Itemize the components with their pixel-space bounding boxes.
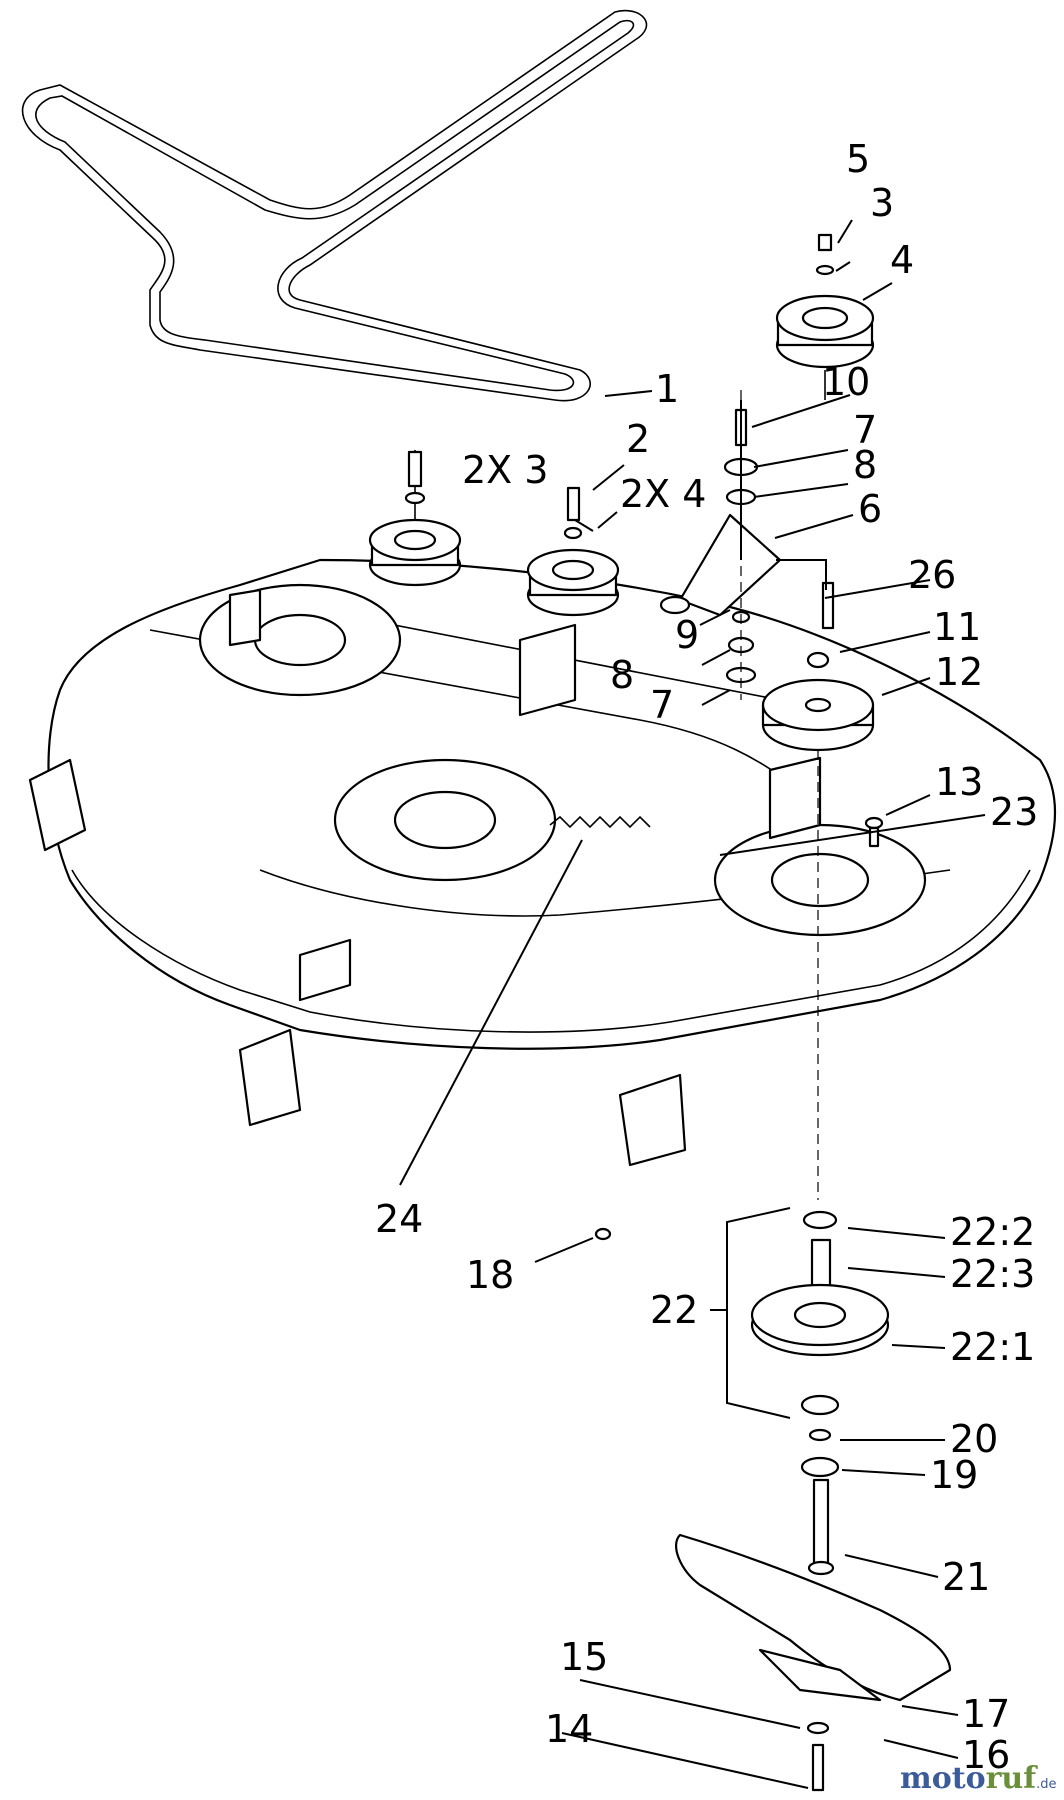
drive-belt <box>21 9 648 402</box>
label-14: 14 <box>545 1707 593 1751</box>
idler-pulley-left <box>368 450 462 587</box>
label-24: 24 <box>375 1197 423 1241</box>
label-18: 18 <box>466 1253 514 1297</box>
label-15: 15 <box>560 1635 608 1679</box>
label-22-3: 22:3 <box>950 1252 1035 1296</box>
nut-18 <box>594 1227 612 1241</box>
label-7a: 7 <box>853 408 877 452</box>
label-19: 19 <box>930 1453 978 1497</box>
label-2x4: 2X 4 <box>620 472 706 516</box>
label-8a: 8 <box>853 443 877 487</box>
label-20: 20 <box>950 1417 998 1461</box>
label-22-2: 22:2 <box>950 1210 1035 1254</box>
part-labels: 1 2 2X 3 2X 4 5 3 4 10 7 8 6 26 9 11 8 1… <box>375 137 1038 1777</box>
label-5: 5 <box>846 137 870 181</box>
label-6: 6 <box>858 487 882 531</box>
mower-deck <box>28 558 1057 1167</box>
label-13: 13 <box>935 760 983 804</box>
label-17: 17 <box>962 1692 1010 1736</box>
blade <box>675 1533 952 1792</box>
label-4: 4 <box>890 238 914 282</box>
leader-lines <box>399 219 986 1789</box>
spindle-assembly <box>750 1210 890 1576</box>
label-2x3: 2X 3 <box>462 448 548 492</box>
spindle-pulley <box>761 581 875 1200</box>
label-22: 22 <box>650 1288 698 1332</box>
watermark-logo: motoruf.de <box>900 1761 1057 1796</box>
label-1: 1 <box>655 367 679 411</box>
label-10: 10 <box>822 360 870 404</box>
watermark-suffix: .de <box>1036 1777 1056 1792</box>
label-3: 3 <box>870 181 894 225</box>
idler-pulley-top <box>775 233 875 400</box>
label-21: 21 <box>942 1555 990 1599</box>
label-2: 2 <box>626 417 650 461</box>
svg-text:motoruf.de: motoruf.de <box>900 1761 1057 1796</box>
label-26: 26 <box>908 553 956 597</box>
label-8b: 8 <box>610 653 634 697</box>
bolt-13 <box>864 816 884 830</box>
idler-pulley-middle <box>526 486 620 617</box>
label-16: 16 <box>962 1733 1010 1777</box>
label-11: 11 <box>933 605 981 649</box>
label-23: 23 <box>990 790 1038 834</box>
label-22-1: 22:1 <box>950 1325 1035 1369</box>
label-12: 12 <box>935 650 983 694</box>
label-7b: 7 <box>650 683 674 727</box>
watermark-part1: moto <box>900 1761 986 1796</box>
label-9: 9 <box>675 613 699 657</box>
watermark-part2: ruf <box>986 1761 1039 1796</box>
